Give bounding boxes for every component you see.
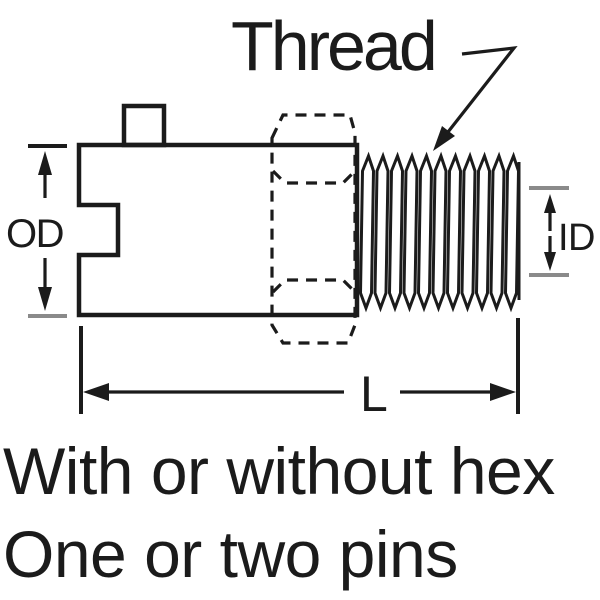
hex-face-upper-edge [271,169,357,185]
length-dimension [79,318,520,414]
thread-label: Thread [231,7,435,85]
hex-phantom-faces [271,169,357,294]
pin-tab [121,103,167,148]
length-arrow-left-head [83,383,109,401]
id-dimension [529,186,569,277]
caption-line-1: With or without hex [3,434,555,508]
od-arrow-down-head [38,287,52,311]
thread-profile [358,151,521,313]
id-arrow-down-head [544,252,556,271]
od-arrow-up-head [38,151,52,175]
length-label: L [360,366,388,422]
thread-leader-line [446,45,518,133]
hex-face-lower-edge [271,278,357,294]
id-label: ID [558,217,595,259]
thread-leader-arrow [433,45,518,151]
id-arrow-up-head [544,194,556,213]
body-outline [76,142,360,318]
thread-leader-head [433,126,455,151]
length-arrow-right-head [490,383,516,401]
caption-line-2: One or two pins [3,517,458,591]
hex-phantom-outline [270,113,357,345]
od-dimension [28,144,67,318]
od-label: OD [6,212,63,256]
